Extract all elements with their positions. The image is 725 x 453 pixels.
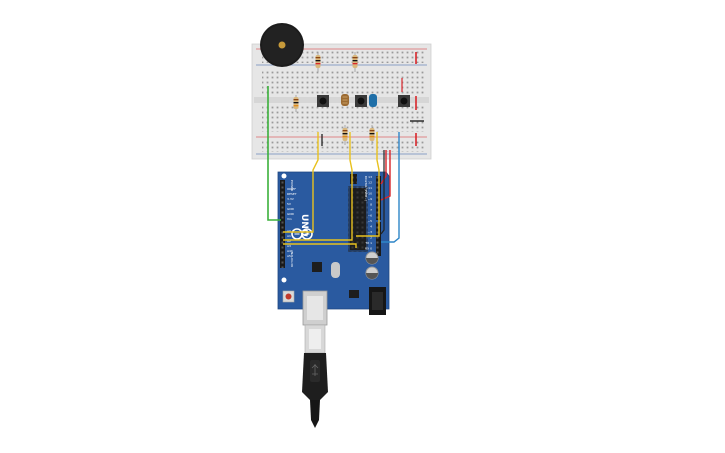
blue-wire[interactable] (381, 132, 400, 243)
power-pin-label: RESET (287, 192, 297, 196)
red-wire-1[interactable] (380, 150, 387, 185)
resistor-left[interactable] (293, 95, 299, 112)
analog-pin-label: A4 (287, 249, 291, 253)
power-pin-label: GND (287, 212, 295, 216)
yellow-wire-2[interactable] (283, 132, 353, 241)
analog-pin-label: A1 (287, 234, 291, 238)
crystal-oscillator (331, 262, 340, 278)
power-rail-top (262, 51, 425, 63)
mount-hole (281, 173, 287, 179)
terminal-strip-top (262, 69, 425, 95)
digital-pin-label: ~6 (368, 214, 373, 218)
power-pin-label: 3.3V (287, 197, 295, 201)
power-pin-label: Vin (287, 217, 292, 221)
usb-cable[interactable] (302, 324, 328, 428)
yellow-wire-3[interactable] (356, 132, 380, 237)
analog-pin-label: A2 (287, 239, 291, 243)
arduino-uno-board: UNO POWER DIGITAL (PWM~) ANALOG IN 1312~… (277, 171, 390, 326)
pushbutton-3[interactable] (398, 95, 410, 107)
analog-pin-label: A3 (287, 244, 291, 248)
digital-pin-label: TX 1 (364, 241, 372, 245)
analog-label: ANALOG IN (290, 250, 294, 267)
black-gnd-wire[interactable] (380, 150, 385, 235)
digital-label: DIGITAL (PWM~) (364, 176, 368, 201)
digital-pin-label: 8 (370, 203, 372, 207)
digital-pin-label: RX 0 (365, 247, 372, 251)
terminal-strip-bottom (262, 105, 425, 132)
pushbutton-2[interactable] (355, 95, 367, 107)
board-logo-text: UNO (299, 214, 309, 237)
power-pin-label: 5V (287, 202, 292, 206)
digital-pin-label: ~11 (366, 186, 372, 190)
icsp-header (350, 174, 357, 184)
power-rail-bottom (262, 139, 425, 152)
digital-pin-label: 2 (370, 236, 372, 240)
arduino-logo-icon (291, 228, 313, 240)
resistor-bottom-2[interactable] (369, 125, 375, 145)
power-header[interactable] (280, 180, 285, 268)
photoresistor[interactable] (341, 94, 349, 106)
yellow-wire-4[interactable] (283, 243, 357, 248)
resistor-top-2[interactable] (352, 52, 358, 72)
resistor-top-1[interactable] (315, 52, 321, 72)
resistor-bottom-1[interactable] (342, 125, 348, 145)
usb-interface-chip (312, 262, 322, 272)
blue-sensor[interactable] (369, 94, 377, 107)
digital-pin-label: 13 (368, 175, 372, 179)
voltage-regulator (349, 290, 359, 298)
pushbutton-1[interactable] (317, 95, 329, 107)
pin-labels: 13 12~11 ~10~9 87 ~6~5 4~3 2TX 1 RX 0 IOREFRESET… (287, 175, 372, 258)
digital-pin-label: 4 (370, 225, 372, 229)
piezo-buzzer[interactable] (260, 23, 304, 67)
analog-pin-label: A5 (287, 254, 291, 258)
yellow-wire-1[interactable] (283, 132, 319, 233)
digital-pin-label: ~9 (368, 197, 373, 201)
digital-pin-label: ~5 (368, 219, 373, 223)
mount-hole (281, 277, 287, 283)
power-label: POWER (290, 180, 294, 191)
digital-pin-label: ~3 (368, 230, 373, 234)
digital-header-lower[interactable] (376, 222, 381, 256)
green-wire[interactable] (267, 86, 281, 221)
digital-pin-label: 7 (370, 208, 372, 212)
power-pin-label: IOREF (287, 187, 296, 191)
usb-icon (311, 364, 319, 376)
digital-pin-label: ~10 (366, 192, 372, 196)
digital-pin-label: 12 (368, 181, 372, 185)
analog-pin-label: A0 (287, 229, 291, 233)
power-pin-label: GND (287, 207, 295, 211)
